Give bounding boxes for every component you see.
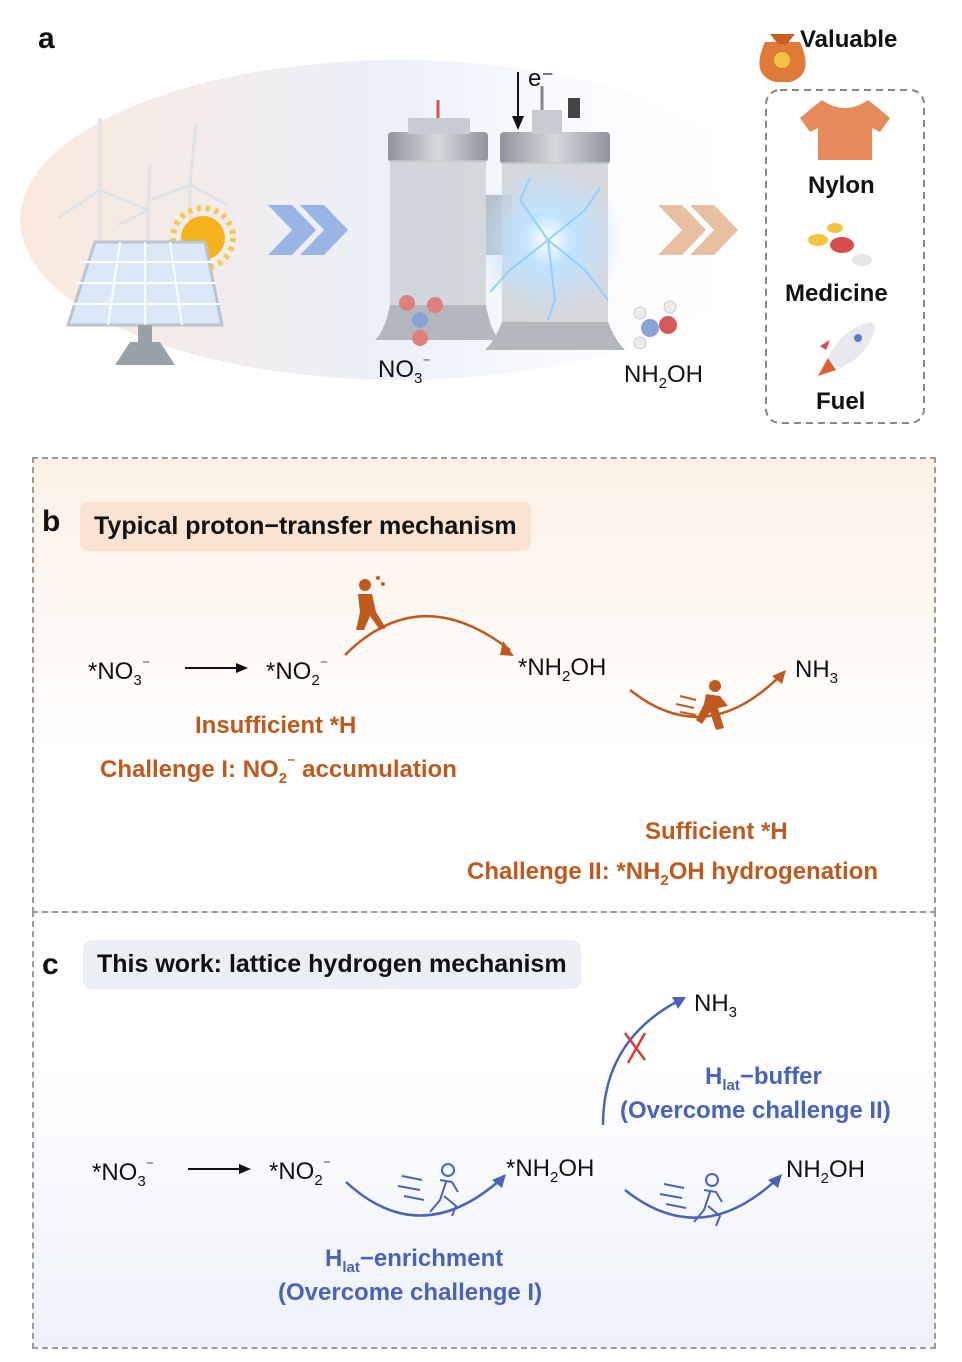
- running-person-icon: [675, 680, 728, 730]
- tshirt-icon: [800, 100, 890, 160]
- overcome-challenge-2-label: (Overcome challenge II): [620, 1097, 891, 1124]
- species-b-nitrite: *NO2⁻: [266, 657, 329, 689]
- solar-panel-icon: [65, 240, 224, 365]
- money-bag-icon: [759, 34, 806, 82]
- electrolysis-cell-left: [375, 100, 500, 340]
- electron-arrow-icon: [512, 72, 524, 130]
- rocket-icon: [818, 322, 876, 376]
- use-nylon-label: Nylon: [808, 172, 875, 199]
- hydroxylamine-molecule-icon: [633, 300, 677, 350]
- challenge-2-label: Challenge II: *NH2OH hydrogenation: [467, 858, 879, 889]
- use-fuel-label: Fuel: [816, 388, 866, 415]
- use-medicine-label: Medicine: [785, 280, 888, 307]
- sufficient-h-label: Sufficient *H: [645, 818, 788, 845]
- species-b-nitrate: *NO3⁻: [88, 657, 151, 689]
- panel-letter-b: b: [42, 505, 61, 538]
- running-person-icon: [397, 1163, 459, 1217]
- panel-b-title: Typical proton−transfer mechanism: [80, 502, 531, 551]
- reactant-nitrate-label: NO3⁻: [378, 355, 431, 387]
- species-c-nitrate: *NO3⁻: [92, 1158, 155, 1190]
- challenge-1-label: Challenge I: NO2⁻ accumulation: [100, 755, 457, 787]
- pills-icon: [808, 223, 872, 266]
- panel-a: a e⁻ Valuable NO3⁻ NH2OH Nylon Medicine …: [0, 0, 962, 440]
- chevron-right-icon: [658, 205, 738, 255]
- panel-letter-c: c: [42, 948, 59, 981]
- nitrate-molecule-icon: [399, 295, 443, 346]
- product-hydroxylamine-label: NH2OH: [624, 361, 704, 392]
- electron-label: e⁻: [528, 65, 555, 92]
- lightning-glow: [473, 165, 623, 321]
- panel-letter-a: a: [38, 22, 55, 55]
- species-b-nh2oh: *NH2OH: [518, 654, 607, 685]
- species-b-nh3: NH3: [795, 656, 839, 687]
- panel-a-illustration: [20, 34, 925, 424]
- species-c-nh3: NH3: [694, 990, 738, 1021]
- species-c-nitrite: *NO2⁻: [269, 1157, 332, 1189]
- chevron-right-icon: [268, 205, 348, 255]
- struggling-person-icon: [356, 576, 386, 630]
- hlat-buffer-label: Hlat−buffer: [705, 1063, 822, 1094]
- panel-c-title: This work: lattice hydrogen mechanism: [83, 940, 581, 989]
- species-c-adsorbed-nh2oh: *NH2OH: [506, 1155, 595, 1186]
- insufficient-h-label: Insufficient *H: [195, 712, 357, 739]
- running-person-icon: [659, 1173, 723, 1227]
- blocked-cross-icon: [623, 1032, 647, 1064]
- uses-box: [765, 89, 925, 424]
- hlat-enrichment-label: Hlat−enrichment: [325, 1245, 504, 1276]
- overcome-challenge-1-label: (Overcome challenge I): [278, 1279, 543, 1306]
- valuable-label: Valuable: [800, 26, 898, 53]
- species-c-free-nh2oh: NH2OH: [786, 1156, 866, 1187]
